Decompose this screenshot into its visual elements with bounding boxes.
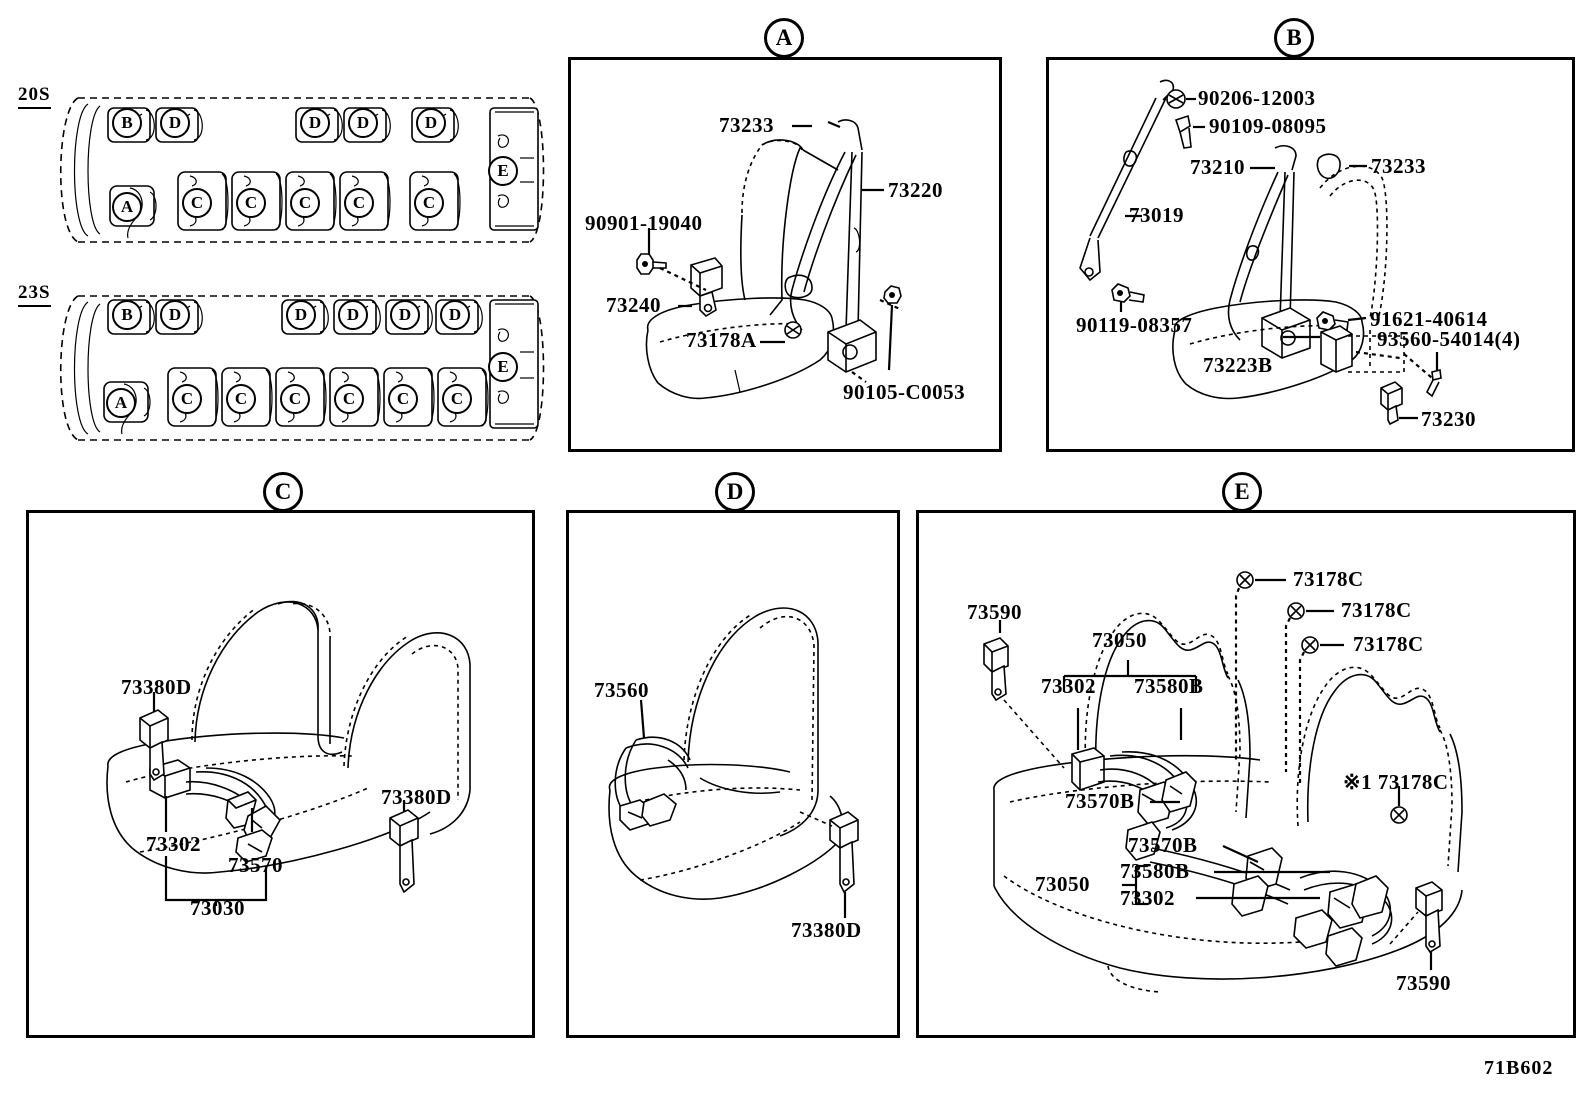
callout-a-90105-c0053: 90105-C0053 xyxy=(843,380,966,404)
callout-e-73580b-top: 73580B xyxy=(1134,674,1204,698)
seat-mark-23s-c6: C xyxy=(442,384,472,414)
callout-b-73019: 73019 xyxy=(1129,203,1184,227)
callout-e-73302-top: 73302 xyxy=(1041,674,1096,698)
panel-badge-c: C xyxy=(263,472,303,512)
bus-outline-20s xyxy=(59,97,545,243)
bus-outline-23s xyxy=(59,295,545,441)
callout-b-73210: 73210 xyxy=(1190,155,1245,179)
seat-mark-20s-c5: C xyxy=(414,188,444,218)
callout-e-73580b-lower: 73580B xyxy=(1120,859,1190,883)
callout-a-73220: 73220 xyxy=(888,178,943,202)
seat-mark-23s-e: E xyxy=(488,352,518,382)
layout-tag-23s: 23S xyxy=(18,282,51,307)
seat-mark-20s-d4: D xyxy=(416,108,446,138)
callout-b-93560-54014: 93560-54014(4) xyxy=(1377,327,1521,351)
callout-e-73050-lower: 73050 xyxy=(1035,872,1090,896)
seat-mark-20s-d1: D xyxy=(160,108,190,138)
seat-mark-23s-c1: C xyxy=(172,384,202,414)
callout-a-73240: 73240 xyxy=(606,293,661,317)
layout-tag-20s: 20S xyxy=(18,84,51,109)
callout-c-73380d-left: 73380D xyxy=(121,675,192,699)
callout-c-73030: 73030 xyxy=(190,896,245,920)
callout-e-73178c-3: 73178C xyxy=(1353,632,1424,656)
callout-e-73178c-1: 73178C xyxy=(1293,567,1364,591)
seat-mark-20s-e: E xyxy=(488,156,518,186)
seat-mark-23s-d4: D xyxy=(390,300,420,330)
callout-d-73380d: 73380D xyxy=(791,918,862,942)
seat-mark-23s-c2: C xyxy=(226,384,256,414)
callout-d-73560: 73560 xyxy=(594,678,649,702)
callout-e-73570b-lower: 73570B xyxy=(1128,833,1198,857)
seat-mark-23s-c4: C xyxy=(334,384,364,414)
callout-c-73380d-right: 73380D xyxy=(381,785,452,809)
callout-e-73302-lower: 73302 xyxy=(1120,886,1175,910)
panel-badge-d: D xyxy=(715,472,755,512)
callout-b-91621-40614: 91621-40614 xyxy=(1370,307,1488,331)
seat-mark-23s-a: A xyxy=(106,388,136,418)
seat-mark-20s-c4: C xyxy=(344,188,374,218)
callout-b-90206-12003: 90206-12003 xyxy=(1198,86,1316,110)
seat-mark-23s-b: B xyxy=(112,300,142,330)
panel-b xyxy=(1046,57,1575,452)
seat-mark-23s-d3: D xyxy=(338,300,368,330)
panel-e xyxy=(916,510,1576,1038)
seat-mark-23s-d2: D xyxy=(286,300,316,330)
callout-e-73050-top: 73050 xyxy=(1092,628,1147,652)
seat-mark-23s-c3: C xyxy=(280,384,310,414)
callout-e-73570b-upper: 73570B xyxy=(1065,789,1135,813)
callout-c-73302: 73302 xyxy=(146,832,201,856)
callout-c-73570: 73570 xyxy=(228,853,283,877)
seat-mark-20s-a: A xyxy=(112,192,142,222)
callout-b-73223b: 73223B xyxy=(1203,353,1273,377)
callout-e-73590-left: 73590 xyxy=(967,600,1022,624)
seat-mark-20s-c2: C xyxy=(236,188,266,218)
panel-c xyxy=(26,510,535,1038)
seat-mark-20s-c3: C xyxy=(290,188,320,218)
callout-a-73178a: 73178A xyxy=(686,328,757,352)
seat-mark-20s-d3: D xyxy=(348,108,378,138)
callout-e-73178c-2: 73178C xyxy=(1341,598,1412,622)
panel-d xyxy=(566,510,900,1038)
seat-mark-23s-c5: C xyxy=(388,384,418,414)
callout-b-73233: 73233 xyxy=(1371,154,1426,178)
callout-b-90109-08095: 90109-08095 xyxy=(1209,114,1327,138)
seat-mark-20s-d2: D xyxy=(300,108,330,138)
seat-mark-23s-d5: D xyxy=(440,300,470,330)
seat-mark-23s-d1: D xyxy=(160,300,190,330)
callout-a-73233: 73233 xyxy=(719,113,774,137)
panel-badge-b: B xyxy=(1274,18,1314,58)
callout-a-90901-19040: 90901-19040 xyxy=(585,211,703,235)
panel-badge-a: A xyxy=(764,18,804,58)
seat-mark-20s-c1: C xyxy=(182,188,212,218)
figure-code: 71B602 xyxy=(1484,1057,1554,1079)
seat-mark-20s-b: B xyxy=(112,108,142,138)
callout-e-73178c-4: ※1 73178C xyxy=(1343,770,1449,794)
callout-e-73590-right: 73590 xyxy=(1396,971,1451,995)
callout-b-73230: 73230 xyxy=(1421,407,1476,431)
callout-b-90119-08357: 90119-08357 xyxy=(1076,313,1193,337)
